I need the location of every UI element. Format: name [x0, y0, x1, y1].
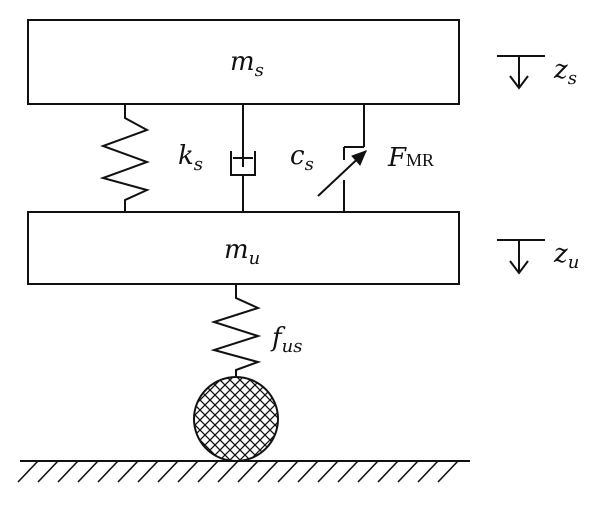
- hatch-line: [17, 460, 39, 483]
- hatch-line: [377, 460, 399, 483]
- damping-label: cs: [290, 141, 314, 175]
- hatch-line: [97, 460, 119, 483]
- hatch-line: [417, 460, 439, 483]
- unsprung-mass-label: mu: [224, 235, 260, 269]
- unsprung-displacement-label: zu: [553, 239, 579, 273]
- hatch-line: [397, 460, 419, 483]
- sprung-displacement-indicator: [497, 55, 545, 90]
- spring-stiffness-label: ks: [178, 141, 203, 175]
- hatch-line: [137, 460, 159, 483]
- ground: [17, 460, 470, 483]
- hatch-line: [77, 460, 99, 483]
- mr-force-label: FMR: [387, 143, 434, 173]
- hatch-line: [177, 460, 199, 483]
- hatch-line: [297, 460, 319, 483]
- hatch-line: [337, 460, 359, 483]
- hatch-line: [37, 460, 59, 483]
- suspension-spring: [99, 104, 150, 212]
- sprung-mass-label: ms: [230, 47, 264, 81]
- hatch-line: [197, 460, 219, 483]
- hatch-line: [437, 460, 459, 483]
- hatch-line: [317, 460, 339, 483]
- hatch-line: [357, 460, 379, 483]
- unsprung-displacement-indicator: [497, 239, 545, 275]
- wheel: [193, 376, 279, 462]
- damper: [230, 104, 256, 212]
- sprung-displacement-label: zs: [553, 55, 577, 89]
- hatch-line: [57, 460, 79, 483]
- hatch-line: [217, 460, 239, 483]
- hatch-line: [277, 460, 299, 483]
- mr-damper: [317, 104, 367, 212]
- ground-hatching: [17, 460, 459, 483]
- hatch-line: [237, 460, 259, 483]
- hatch-line: [257, 460, 279, 483]
- tire-force-label: fus: [270, 323, 302, 357]
- tire-spring: [210, 284, 262, 377]
- hatch-line: [157, 460, 179, 483]
- hatch-line: [117, 460, 139, 483]
